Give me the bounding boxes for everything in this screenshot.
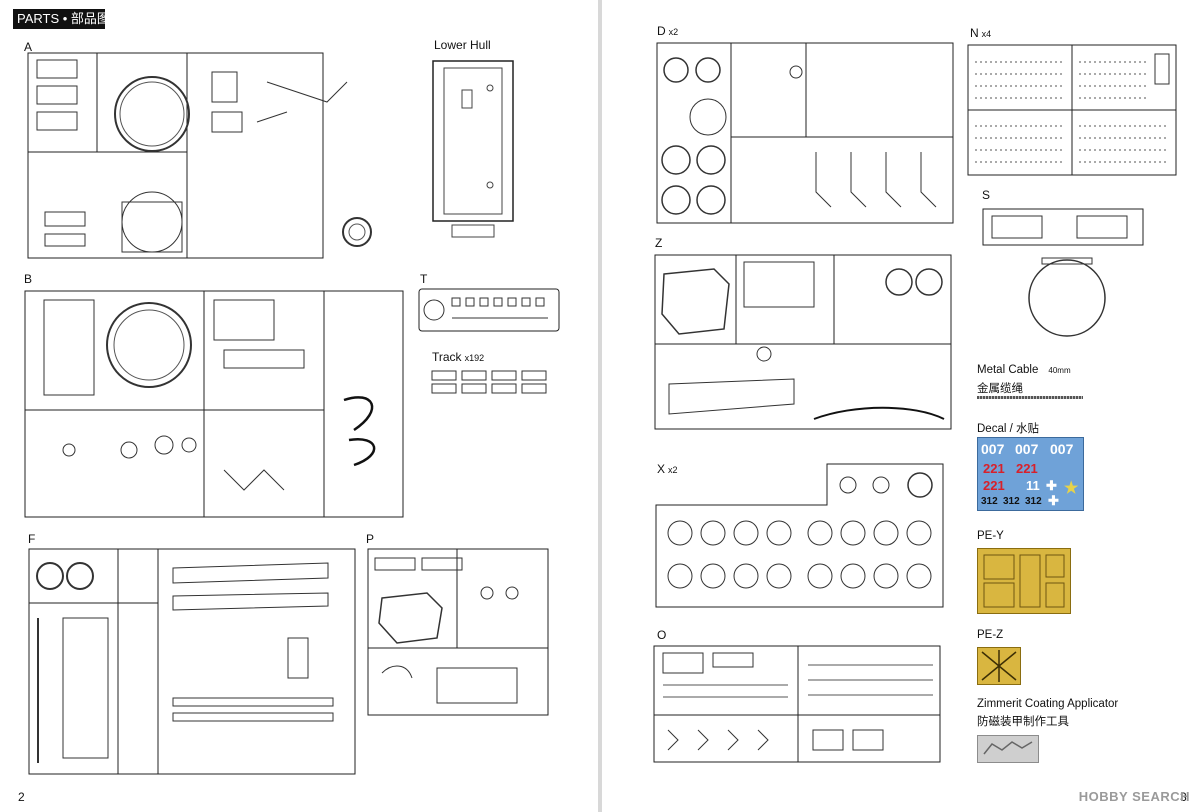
page-number-left: 2 [18, 790, 25, 804]
decal-mark: 312 [1025, 496, 1042, 507]
sprue-a-frame [27, 52, 377, 260]
decal-mark: 007 [1050, 441, 1074, 457]
page-number-right: 3 [1180, 790, 1187, 804]
zimmerit-label-cn: 防磁装甲制作工具 [977, 716, 1069, 728]
zimmerit-applicator-drawing [977, 735, 1039, 763]
lower-hull-drawing [432, 60, 514, 240]
parts-header: PARTS • 部品图 [13, 9, 110, 29]
sprue-f-frame [28, 548, 356, 776]
track-links-drawing [431, 369, 549, 395]
decal-mark: 312 [981, 496, 998, 507]
pe-y-fret [977, 548, 1071, 614]
decal-mark: 221 [1016, 461, 1038, 476]
page-gutter [598, 0, 602, 812]
sprue-s-frame [982, 208, 1144, 340]
decal-mark: 007 [981, 441, 1005, 457]
sprue-o-frame [653, 645, 941, 763]
cross-icon: ✚ [1048, 493, 1059, 508]
pe-z-label: PE-Z [977, 629, 1004, 641]
watermark: HOBBY SEARCH [1078, 789, 1190, 804]
left-page [0, 0, 598, 812]
cross-icon: ✚ [1046, 478, 1057, 493]
sprue-a-label: A [24, 40, 33, 54]
metal-cable-label-cn: 金属缆绳 [977, 383, 1023, 395]
sprue-n-frame [967, 44, 1177, 176]
sprue-p-label: P [366, 532, 375, 546]
decal-label: Decal / 水贴 [977, 423, 1039, 435]
sprue-x-frame [655, 463, 945, 609]
sprue-p-frame [367, 548, 549, 716]
sprue-o-label: O [657, 628, 667, 642]
sprue-f-label: F [28, 532, 36, 546]
sprue-b-label: B [24, 272, 33, 286]
emblem-icon: ★ [1064, 480, 1079, 497]
decal-mark: 221 [983, 461, 1005, 476]
decal-mark: 312 [1003, 496, 1020, 507]
decal-mark: 007 [1015, 441, 1039, 457]
decal-mark: 11 [1026, 478, 1040, 493]
zimmerit-label: Zimmerit Coating Applicator [977, 698, 1119, 710]
sprue-z-frame [654, 254, 952, 430]
decal-mark: 221 [983, 478, 1005, 493]
decal-sheet: 007 007 007 221 221 221 11 ✚ 312 312 312… [977, 437, 1084, 511]
sprue-t-frame [418, 288, 560, 332]
sprue-t-label: T [420, 272, 428, 286]
sprue-s-label: S [982, 188, 991, 202]
sprue-z-label: Z [655, 236, 663, 250]
pe-z-fret [977, 647, 1021, 685]
pe-y-label: PE-Y [977, 530, 1004, 542]
sprue-b-frame [24, 290, 404, 518]
right-page [602, 0, 1200, 812]
lower-hull-label: Lower Hull [434, 38, 491, 52]
metal-cable-drawing [977, 396, 1083, 399]
sprue-d-frame [656, 42, 954, 224]
